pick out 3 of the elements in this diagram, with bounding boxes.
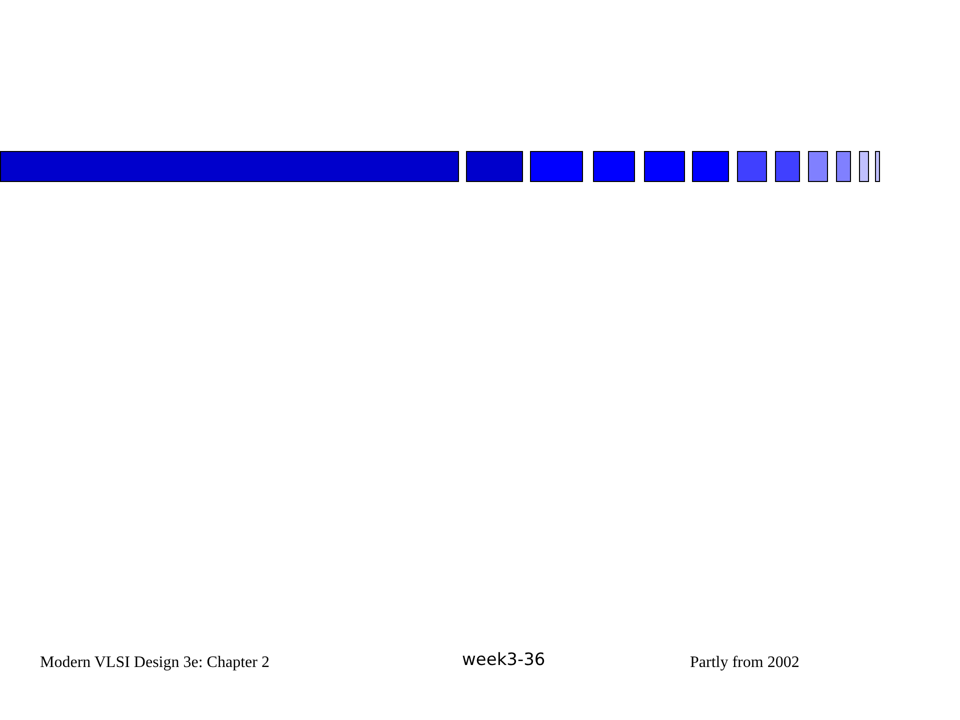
footer-text: Partly from 2002 (690, 653, 800, 672)
slide-number: week3-36 (462, 650, 546, 670)
footer-text: Modern VLSI Design 3e: Chapter 2 (40, 653, 270, 672)
